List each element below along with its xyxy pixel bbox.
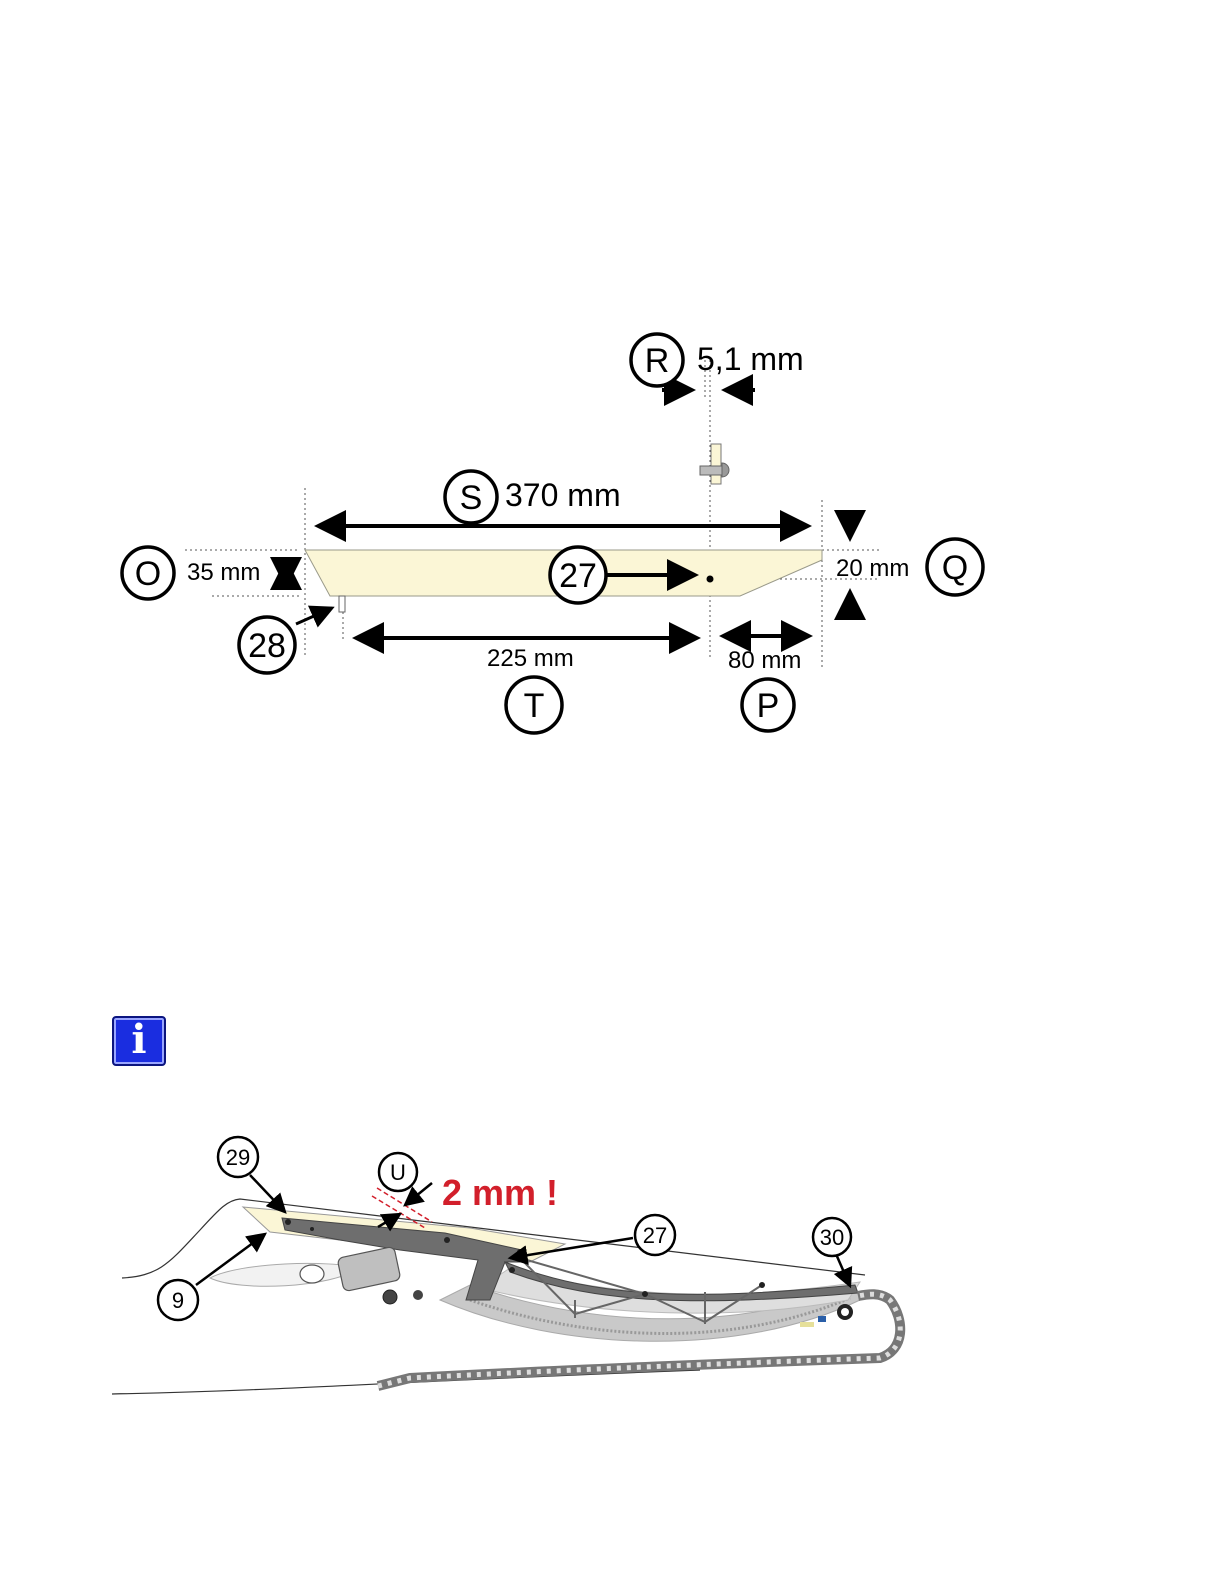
dim-q-value: 20 mm	[836, 555, 909, 582]
dim-p-value: 80 mm	[728, 647, 801, 674]
info-glyph: i	[114, 1020, 164, 1060]
gap-warning-text: 2 mm !	[442, 1172, 558, 1213]
callout-30: 30	[820, 1225, 844, 1250]
callout-p: P	[757, 687, 780, 725]
dim-r-value: 5,1 mm	[697, 341, 804, 377]
dimension-diagram: R S O 27 Q 28 T P 5,1 mm 370 mm 35 mm 20…	[0, 0, 1225, 760]
motor	[337, 1246, 423, 1304]
callout-29: 29	[226, 1145, 250, 1170]
sprocket	[837, 1304, 853, 1320]
pin-28	[339, 596, 345, 612]
lower-cover	[210, 1263, 360, 1286]
callout-t: T	[524, 687, 545, 725]
callout-28: 28	[248, 627, 286, 665]
point-27	[707, 576, 714, 583]
dim-s-value: 370 mm	[505, 477, 621, 513]
dim-o-value: 35 mm	[187, 559, 260, 586]
info-icon: i	[112, 1016, 166, 1066]
callout-27: 27	[559, 557, 597, 595]
callout-o: O	[135, 555, 161, 593]
dim-t-value: 225 mm	[487, 645, 574, 672]
callout-9: 9	[172, 1288, 184, 1313]
callout-r: R	[645, 342, 670, 380]
callout-q: Q	[942, 549, 968, 587]
callout-u: U	[390, 1160, 406, 1185]
bracket-bolt	[700, 444, 729, 484]
marker-yellow	[800, 1322, 814, 1327]
extension-lines	[185, 360, 880, 668]
lower-hole	[300, 1265, 324, 1283]
callout-27b: 27	[643, 1223, 667, 1248]
callout-circles	[122, 334, 983, 733]
assembly-diagram: 29 U 27 30 9 2 mm !	[0, 1100, 1225, 1430]
marker-blue	[818, 1316, 826, 1322]
callout-s: S	[460, 479, 483, 517]
